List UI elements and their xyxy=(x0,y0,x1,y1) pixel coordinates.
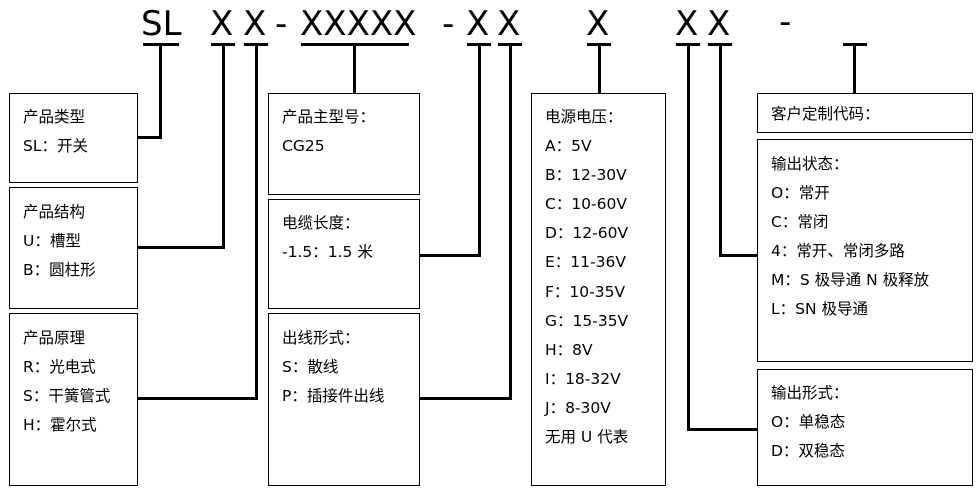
box-output-state: 输出状态： O：常开 C：常闭 4：常开、常闭多路 M：S 极导通 N 极释放 … xyxy=(757,139,973,362)
wire-principle-horizontal xyxy=(137,397,258,400)
box-product-principle-title: 产品原理 xyxy=(23,329,86,347)
wire-length-vertical xyxy=(478,44,481,257)
box-product-structure: 产品结构 U：槽型 B：圆柱形 xyxy=(9,187,138,309)
box-cable-length-title: 电缆长度： xyxy=(282,214,360,232)
code-x-outlet: X xyxy=(497,4,521,44)
box-supply-voltage-item: D：12-60V xyxy=(545,224,629,242)
box-cable-length: 电缆长度： -1.5：1.5 米 xyxy=(268,199,420,309)
box-supply-voltage-title: 电源电压： xyxy=(545,108,623,126)
box-product-structure-item: B：圆柱形 xyxy=(23,261,96,279)
box-supply-voltage-item: J：8-30V xyxy=(545,399,611,417)
code-dash-3: - xyxy=(779,2,792,42)
code-main-model: XXXXX xyxy=(300,4,417,44)
box-supply-voltage-item: E：11-36V xyxy=(545,253,626,271)
box-outlet-form-title: 出线形式： xyxy=(282,329,360,347)
box-product-type-title: 产品类型 xyxy=(23,108,86,126)
box-product-principle: 产品原理 R：光电式 S：干簧管式 H：霍尔式 xyxy=(9,313,138,486)
box-output-form-title: 输出形式： xyxy=(771,384,849,402)
box-custom-code-title: 客户定制代码： xyxy=(771,105,880,123)
code-sl: SL xyxy=(141,4,182,44)
wire-length-horizontal xyxy=(419,254,481,257)
box-supply-voltage-item: G：15-35V xyxy=(545,312,629,330)
box-output-state-item: 4：常开、常闭多路 xyxy=(771,242,905,260)
box-supply-voltage-item: C：10-60V xyxy=(545,195,627,213)
box-output-state-item: O：常开 xyxy=(771,184,830,202)
box-product-structure-item: U：槽型 xyxy=(23,232,81,250)
code-x-voltage: X xyxy=(586,4,610,44)
wire-sl-horizontal xyxy=(137,136,162,139)
box-product-type: 产品类型 SL：开关 xyxy=(9,93,138,183)
box-outlet-form: 出线形式： S：散线 P：插接件出线 xyxy=(268,313,420,486)
box-product-principle-item: S：干簧管式 xyxy=(23,387,111,405)
box-output-form-item: D：双稳态 xyxy=(771,442,845,460)
box-supply-voltage-item: F：10-35V xyxy=(545,283,626,301)
box-custom-code: 客户定制代码： xyxy=(757,93,973,133)
wire-voltage xyxy=(598,44,601,94)
code-x-structure: X xyxy=(210,4,234,44)
wire-output-state-vertical xyxy=(719,44,722,257)
box-supply-voltage-item: H：8V xyxy=(545,341,593,359)
wire-principle-vertical xyxy=(255,44,258,400)
box-supply-voltage-item: A：5V xyxy=(545,137,592,155)
box-supply-voltage: 电源电压： A：5V B：12-30V C：10-60V D：12-60V E：… xyxy=(531,93,666,486)
box-outlet-form-item: S：散线 xyxy=(282,358,339,376)
box-supply-voltage-item: I：18-32V xyxy=(545,370,621,388)
box-product-structure-title: 产品结构 xyxy=(23,203,86,221)
box-output-state-item: C：常闭 xyxy=(771,213,829,231)
box-product-type-item: SL：开关 xyxy=(23,137,88,155)
box-product-principle-item: R：光电式 xyxy=(23,358,96,376)
box-product-principle-item: H：霍尔式 xyxy=(23,416,97,434)
box-main-model-title: 产品主型号： xyxy=(282,108,376,126)
wire-outlet-vertical xyxy=(509,44,512,400)
code-dash-1: - xyxy=(275,4,288,44)
box-cable-length-item: -1.5：1.5 米 xyxy=(282,243,373,261)
box-outlet-form-item: P：插接件出线 xyxy=(282,387,385,405)
wire-output-form-vertical xyxy=(687,44,690,431)
wire-outlet-horizontal xyxy=(419,397,512,400)
wire-structure-horizontal xyxy=(137,246,225,249)
box-supply-voltage-item: B：12-30V xyxy=(545,166,627,184)
wire-main-model xyxy=(353,44,356,94)
wire-sl-vertical xyxy=(159,44,162,139)
box-output-form-item: O：单稳态 xyxy=(771,413,846,431)
code-x-output-state: X xyxy=(707,4,731,44)
box-output-state-item: M：S 极导通 N 极释放 xyxy=(771,271,930,289)
box-output-form: 输出形式： O：单稳态 D：双稳态 xyxy=(757,369,973,486)
wire-structure-vertical xyxy=(222,44,225,249)
wire-output-state-horizontal xyxy=(719,254,758,257)
wire-custom-code xyxy=(853,44,856,94)
code-dash-2: - xyxy=(442,4,455,44)
box-supply-voltage-note: 无用 U 代表 xyxy=(545,428,629,446)
code-x-principle: X xyxy=(243,4,267,44)
code-x-length: X xyxy=(466,4,490,44)
wire-output-form-horizontal xyxy=(687,428,758,431)
box-output-state-item: L：SN 极导通 xyxy=(771,300,868,318)
box-main-model-item: CG25 xyxy=(282,137,325,155)
box-output-state-title: 输出状态： xyxy=(771,155,849,173)
box-main-model: 产品主型号： CG25 xyxy=(268,93,420,195)
code-x-output-form: X xyxy=(675,4,699,44)
